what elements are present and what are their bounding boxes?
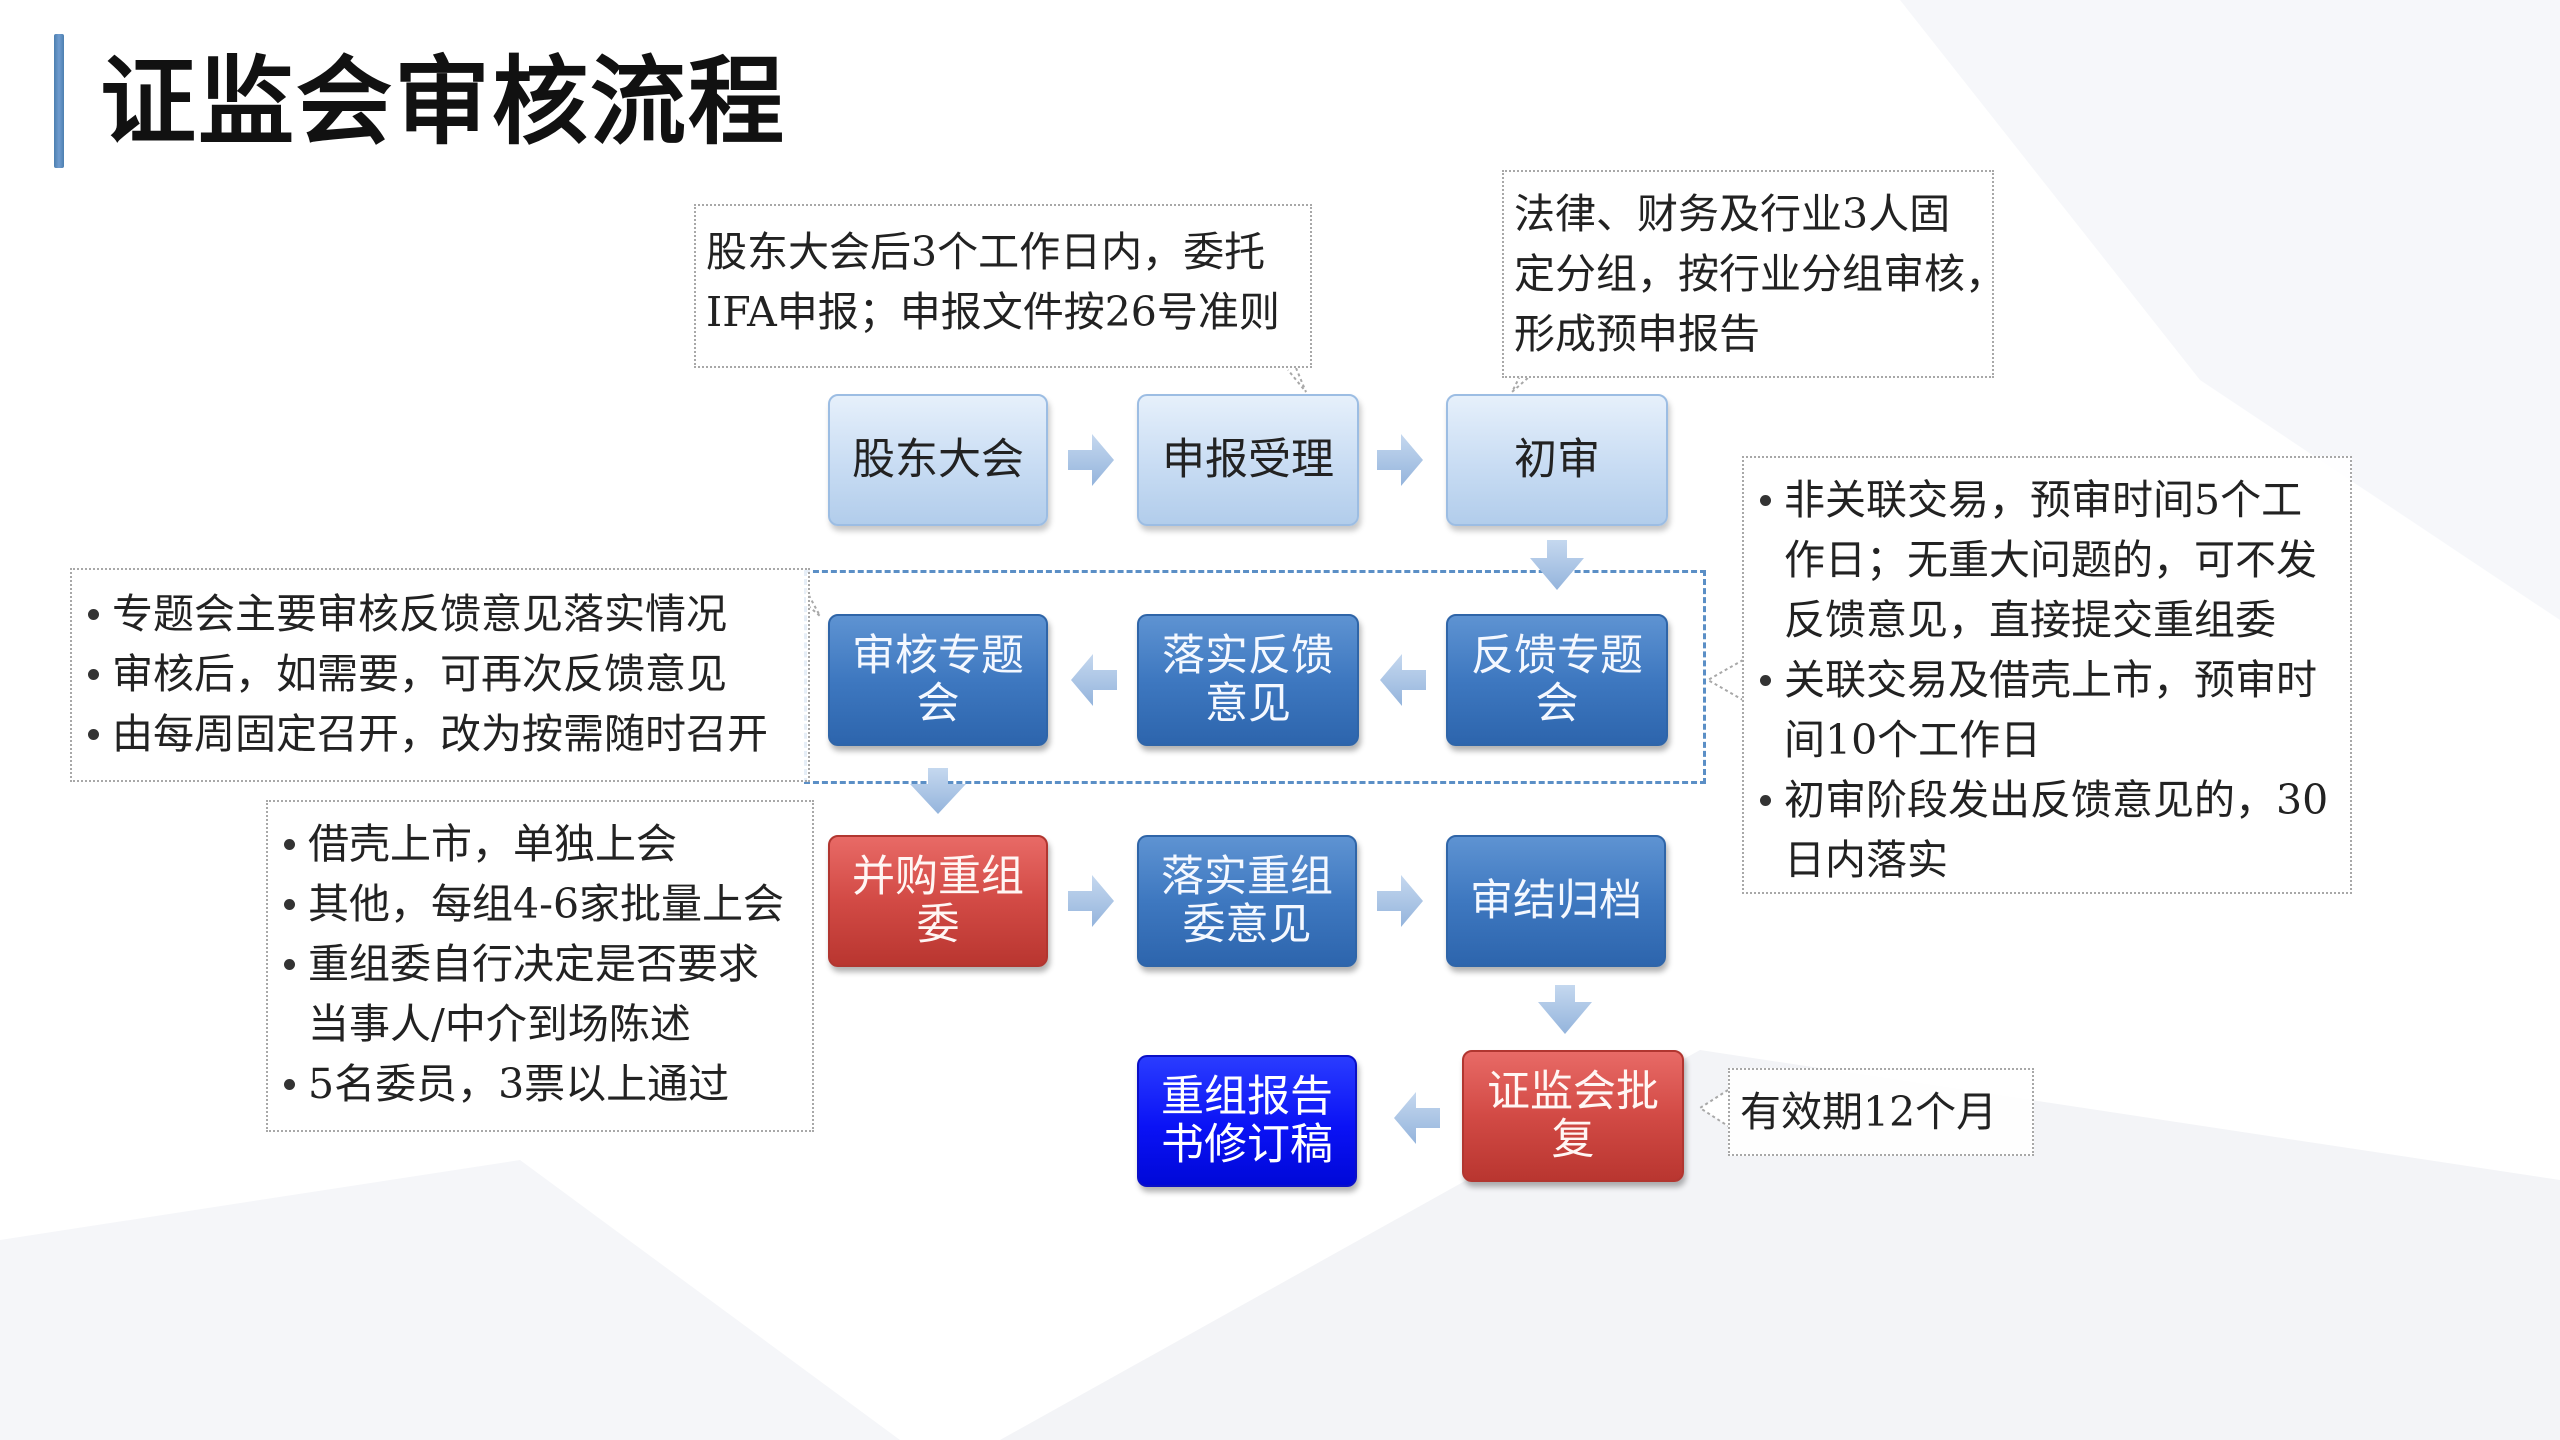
arrow-down-icon [910,768,966,814]
bullet-line: 反馈意见，直接提交重组委 [1784,596,2276,644]
node-implement-feedback: 落实反馈意见 [1137,614,1359,746]
node-label: 申报受理 [1162,435,1334,485]
bullet-line: 日内落实 [1784,836,1948,884]
title-accent-bar [54,34,64,168]
node-implement-committee: 落实重组委意见 [1137,835,1357,967]
note-line: 有效期12个月 [1740,1088,1998,1136]
page-title: 证监会审核流程 [100,46,786,158]
arrow-left-icon [1394,1092,1440,1144]
node-label: 审结归档 [1470,876,1642,926]
note-topic-meeting: 专题会主要审核反馈意见落实情况 审核后，如需要，可再次反馈意见 由每周固定召开，… [70,568,810,782]
note-line: IFA申报；申报文件按26号准则 [706,288,1280,336]
bullet-item: 借壳上市，单独上会 [278,814,812,874]
node-report-revision: 重组报告书修订稿 [1137,1055,1357,1187]
bullet-item: 非关联交易，预审时间5个工 作日；无重大问题的，可不发 反馈意见，直接提交重组委 [1754,470,2350,650]
bullet-item: 5名委员，3票以上通过 [278,1054,812,1114]
node-review-meeting: 审核专题会 [828,614,1048,746]
bullet-line: 初审阶段发出反馈意见的，30 [1784,776,2329,824]
bullet-line: 作日；无重大问题的，可不发 [1784,536,2317,584]
bullet-item: 初审阶段发出反馈意见的，30 日内落实 [1754,770,2350,890]
arrow-right-icon [1068,875,1114,927]
bullet-item: 其他，每组4-6家批量上会 [278,874,812,934]
bullet-item: 重组委自行决定是否要求 当事人/中介到场陈述 [278,934,812,1054]
node-feedback-meeting: 反馈专题会 [1446,614,1668,746]
note-prereview: 非关联交易，预审时间5个工 作日；无重大问题的，可不发 反馈意见，直接提交重组委… [1742,456,2352,894]
arrow-left-icon [1071,654,1117,706]
bullet-line: 重组委自行决定是否要求 [308,940,759,988]
node-label: 证监会批复 [1487,1067,1659,1165]
note-line: 定分组，按行业分组审核， [1514,250,2006,298]
node-label: 反馈专题会 [1471,631,1643,729]
node-label: 落实重组委意见 [1161,852,1333,950]
note-line: 形成预申报告 [1514,310,1760,358]
bullet-item: 审核后，如需要，可再次反馈意见 [82,644,808,704]
node-label: 审核专题会 [852,631,1024,729]
bullet-line: 非关联交易，预审时间5个工 [1784,476,2303,524]
arrow-down-icon [1538,985,1592,1034]
note-filing: 股东大会后3个工作日内，委托 IFA申报；申报文件按26号准则 [694,204,1312,368]
node-ma-committee: 并购重组委 [828,835,1048,967]
node-label: 并购重组委 [852,852,1024,950]
note-line: 法律、财务及行业3人固 [1514,190,1951,238]
bullet-item: 专题会主要审核反馈意见落实情况 [82,584,808,644]
node-label: 股东大会 [852,435,1024,485]
arrow-right-icon [1377,434,1423,486]
node-shareholders-meeting: 股东大会 [828,394,1048,526]
arrow-down-icon [1530,540,1584,590]
node-review-archive: 审结归档 [1446,835,1666,967]
node-preliminary-review: 初审 [1446,394,1668,526]
bullet-item: 关联交易及借壳上市，预审时 间10个工作日 [1754,650,2350,770]
node-label: 重组报告书修订稿 [1161,1072,1333,1170]
note-committee: 借壳上市，单独上会 其他，每组4-6家批量上会 重组委自行决定是否要求 当事人/… [266,800,814,1132]
node-csrc-approval: 证监会批复 [1462,1050,1684,1182]
bullet-line: 间10个工作日 [1784,716,2042,764]
note-preliminary: 法律、财务及行业3人固 定分组，按行业分组审核， 形成预申报告 [1502,170,2006,378]
node-label: 初审 [1514,435,1600,485]
arrow-left-icon [1380,654,1426,706]
bullet-line: 当事人/中介到场陈述 [308,1000,691,1048]
arrow-right-icon [1377,875,1423,927]
arrow-right-icon [1068,434,1114,486]
node-label: 落实反馈意见 [1162,631,1334,729]
node-application-accepted: 申报受理 [1137,394,1359,526]
note-line: 股东大会后3个工作日内，委托 [706,228,1266,276]
note-validity: 有效期12个月 [1728,1068,2034,1156]
bullet-item: 由每周固定召开，改为按需随时召开 [82,704,808,764]
bullet-line: 关联交易及借壳上市，预审时 [1784,656,2317,704]
